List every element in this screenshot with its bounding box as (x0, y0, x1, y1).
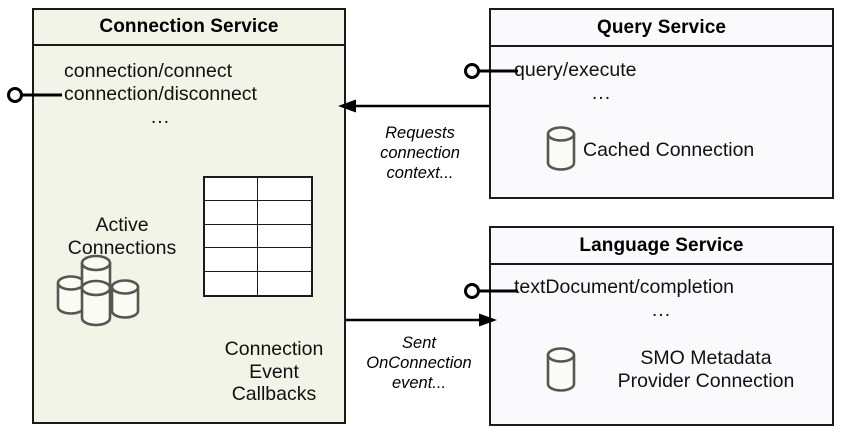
cached-connection-label: Cached Connection (583, 139, 823, 162)
query-service-operations: query/execute ... (514, 59, 689, 105)
edge-label-sent-line-3: event... (391, 373, 447, 392)
table-cell (205, 248, 258, 272)
smo-metadata-label-line-1: SMO Metadata (640, 347, 772, 369)
table-cell (258, 201, 311, 225)
connection-service-body: connection/connect connection/disconnect… (34, 46, 344, 422)
edge-label-sent-line-2: OnConnection (366, 353, 472, 372)
active-connections-label-line-1: Active (95, 214, 149, 236)
edge-label-requests-connection-context: Requests connection context... (355, 124, 485, 183)
arrow-requests-connection-context (338, 99, 489, 113)
callbacks-label-line-2: Event (249, 360, 299, 383)
connection-service-title: Connection Service (34, 10, 344, 46)
callbacks-label-line-3: Callbacks (231, 383, 317, 406)
connection-service-operations-ellipsis: ... (150, 106, 171, 128)
edge-label-sent-onconnection-event: Sent OnConnection event... (348, 334, 490, 393)
operation-textdocument-completion: textDocument/completion (514, 276, 735, 298)
query-service-body: query/execute ... Cached Connection (491, 47, 832, 197)
table-cell (205, 178, 258, 202)
query-service-operations-ellipsis: ... (591, 82, 612, 104)
connection-event-callbacks-table-icon (203, 176, 313, 297)
table-cell (258, 271, 311, 295)
query-service-title: Query Service (491, 10, 832, 47)
table-cell (205, 224, 258, 249)
table-cell (205, 271, 258, 295)
table-cell (258, 248, 311, 272)
callbacks-label-line-1: Connection (224, 338, 324, 360)
edge-label-requests-line-1: Requests (385, 124, 455, 142)
edge-label-sent-line-1: Sent (402, 334, 436, 352)
smo-metadata-provider-connection-label: SMO Metadata Provider Connection (581, 347, 831, 392)
language-service-operations-ellipsis: ... (651, 299, 672, 321)
connection-service-operations: connection/connect connection/disconnect… (64, 60, 257, 129)
arrow-sent-onconnection-event (346, 313, 497, 327)
language-service-body: textDocument/completion ... SMO Metadata… (491, 265, 832, 424)
table-cell (258, 178, 311, 202)
operation-query-execute: query/execute (514, 59, 637, 81)
table-cell (258, 224, 311, 249)
language-service-title: Language Service (491, 228, 832, 265)
edge-label-requests-line-3: context... (386, 163, 454, 182)
smo-metadata-label-line-2: Provider Connection (617, 369, 795, 392)
active-connections-label: Active Connections (42, 214, 202, 259)
component-language-service[interactable]: Language Service textDocument/completion… (489, 226, 834, 426)
cached-connection-label-text: Cached Connection (583, 139, 755, 161)
table-cell (205, 201, 258, 225)
connection-event-callbacks-label: Connection Event Callbacks (186, 338, 362, 406)
language-service-operations: textDocument/completion ... (514, 276, 809, 322)
active-connections-label-line-2: Connections (67, 236, 177, 259)
component-query-service[interactable]: Query Service query/execute ... Cached C… (489, 8, 834, 199)
operation-connection-connect: connection/connect (64, 60, 233, 82)
operation-connection-disconnect: connection/disconnect (64, 83, 257, 105)
edge-label-requests-line-2: connection (380, 143, 460, 162)
